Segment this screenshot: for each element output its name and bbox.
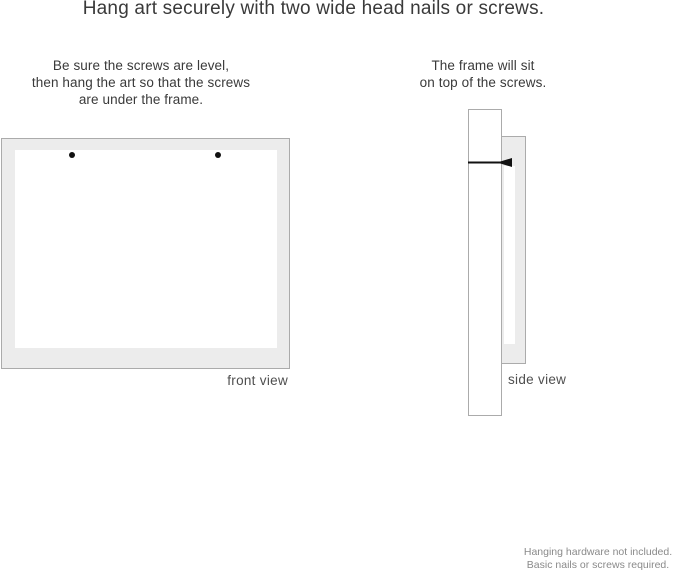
- side-view-instruction-line: The frame will sit: [431, 58, 535, 73]
- side-view-frame-backing: [504, 166, 515, 344]
- side-view-wall: [468, 109, 502, 416]
- side-view-label: side view: [508, 372, 567, 387]
- front-view-instruction-line: then hang the art so that the screws: [31, 75, 251, 90]
- side-view-instructions: The frame will sit on top of the screws.: [383, 57, 583, 91]
- front-view-instructions: Be sure the screws are level, then hang …: [10, 57, 272, 108]
- front-view-instruction-line: Be sure the screws are level,: [52, 58, 230, 73]
- front-view-frame-opening: [15, 150, 277, 348]
- screw-head-dot-right-icon: [215, 152, 221, 158]
- screw-head-dot-left-icon: [69, 152, 75, 158]
- front-view-frame: [1, 138, 290, 369]
- front-view-instruction-line: are under the frame.: [78, 92, 204, 107]
- nail-icon: [468, 158, 512, 167]
- front-view-label: front view: [227, 373, 288, 388]
- page-title: Hang art securely with two wide head nai…: [82, 0, 545, 19]
- hardware-footnote: Hanging hardware not included. Basic nai…: [517, 546, 679, 572]
- footnote-line: Hanging hardware not included.: [523, 546, 673, 558]
- footnote-line: Basic nails or screws required.: [526, 559, 670, 571]
- side-view-instruction-line: on top of the screws.: [419, 75, 547, 90]
